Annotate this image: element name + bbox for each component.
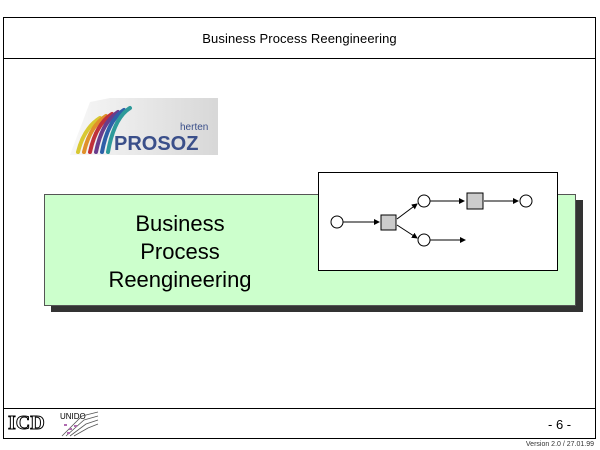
prosoz-logo: herten PROSOZ [70, 98, 218, 155]
logo-brand-text: PROSOZ [114, 133, 198, 155]
title-text: Business Process Reengineering [80, 210, 280, 294]
process-diagram-svg [330, 192, 533, 247]
icd-text: ICD [8, 412, 45, 432]
footer-divider [4, 408, 595, 409]
lower-node [417, 233, 431, 247]
start-node [330, 215, 344, 229]
slide-frame: Business Process Reengineering [3, 17, 596, 439]
process-diagram [318, 172, 558, 271]
icd-logo: ICD [8, 412, 45, 432]
edge-activity-to-lower [396, 224, 418, 239]
logo-small-text: herten [180, 122, 208, 133]
unido-logo: UNIDO [60, 411, 99, 437]
title-line-2: Process [140, 239, 220, 264]
unido-text: UNIDO [60, 412, 86, 421]
activity-node-2 [466, 192, 484, 210]
slide-header: Business Process Reengineering [4, 18, 595, 59]
title-line-3: Reengineering [108, 267, 252, 292]
upper-node [417, 194, 431, 208]
title-line-1: Business [135, 211, 225, 236]
header-title: Business Process Reengineering [202, 30, 397, 46]
activity-node-1 [380, 214, 397, 231]
version-label: Version 2.0 / 27.01.99 [525, 441, 594, 448]
page-number: - 6 - [548, 417, 572, 432]
edge-activity-to-upper [396, 203, 418, 220]
end-node [519, 194, 533, 208]
